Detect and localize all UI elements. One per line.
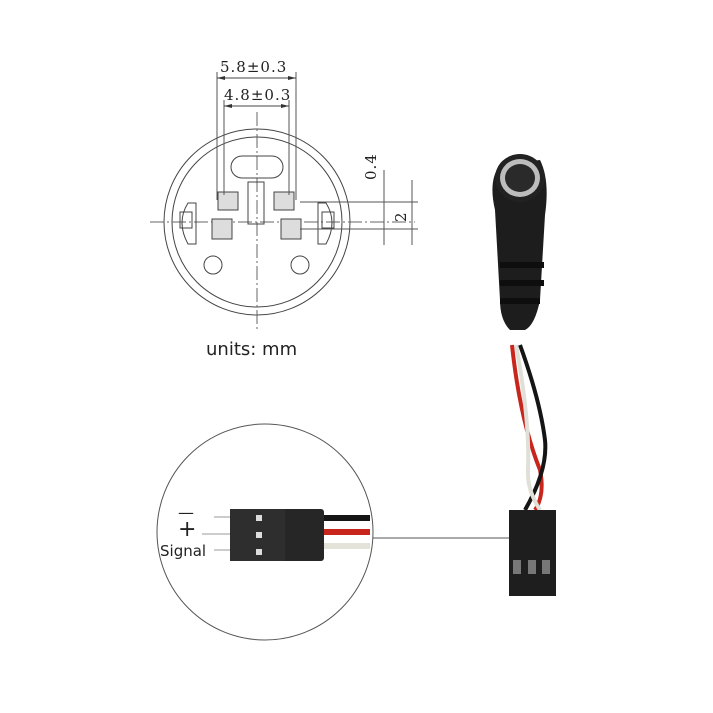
pin-label-plus: + — [178, 517, 197, 542]
inner-width-dimension: 4.8±0.3 — [224, 86, 292, 104]
pin-label-minus: — — [178, 503, 194, 522]
outer-width-dimension: 5.8±0.3 — [220, 58, 288, 76]
pin-label-signal: Signal — [160, 542, 207, 560]
pin-offset-dimension: 0.4 — [362, 153, 380, 180]
din-plug-cable — [492, 154, 556, 596]
dupont-connector-inset — [156, 423, 374, 641]
pin-spacing-dimension: 2 — [392, 211, 410, 222]
units-label: units: mm — [206, 339, 298, 360]
